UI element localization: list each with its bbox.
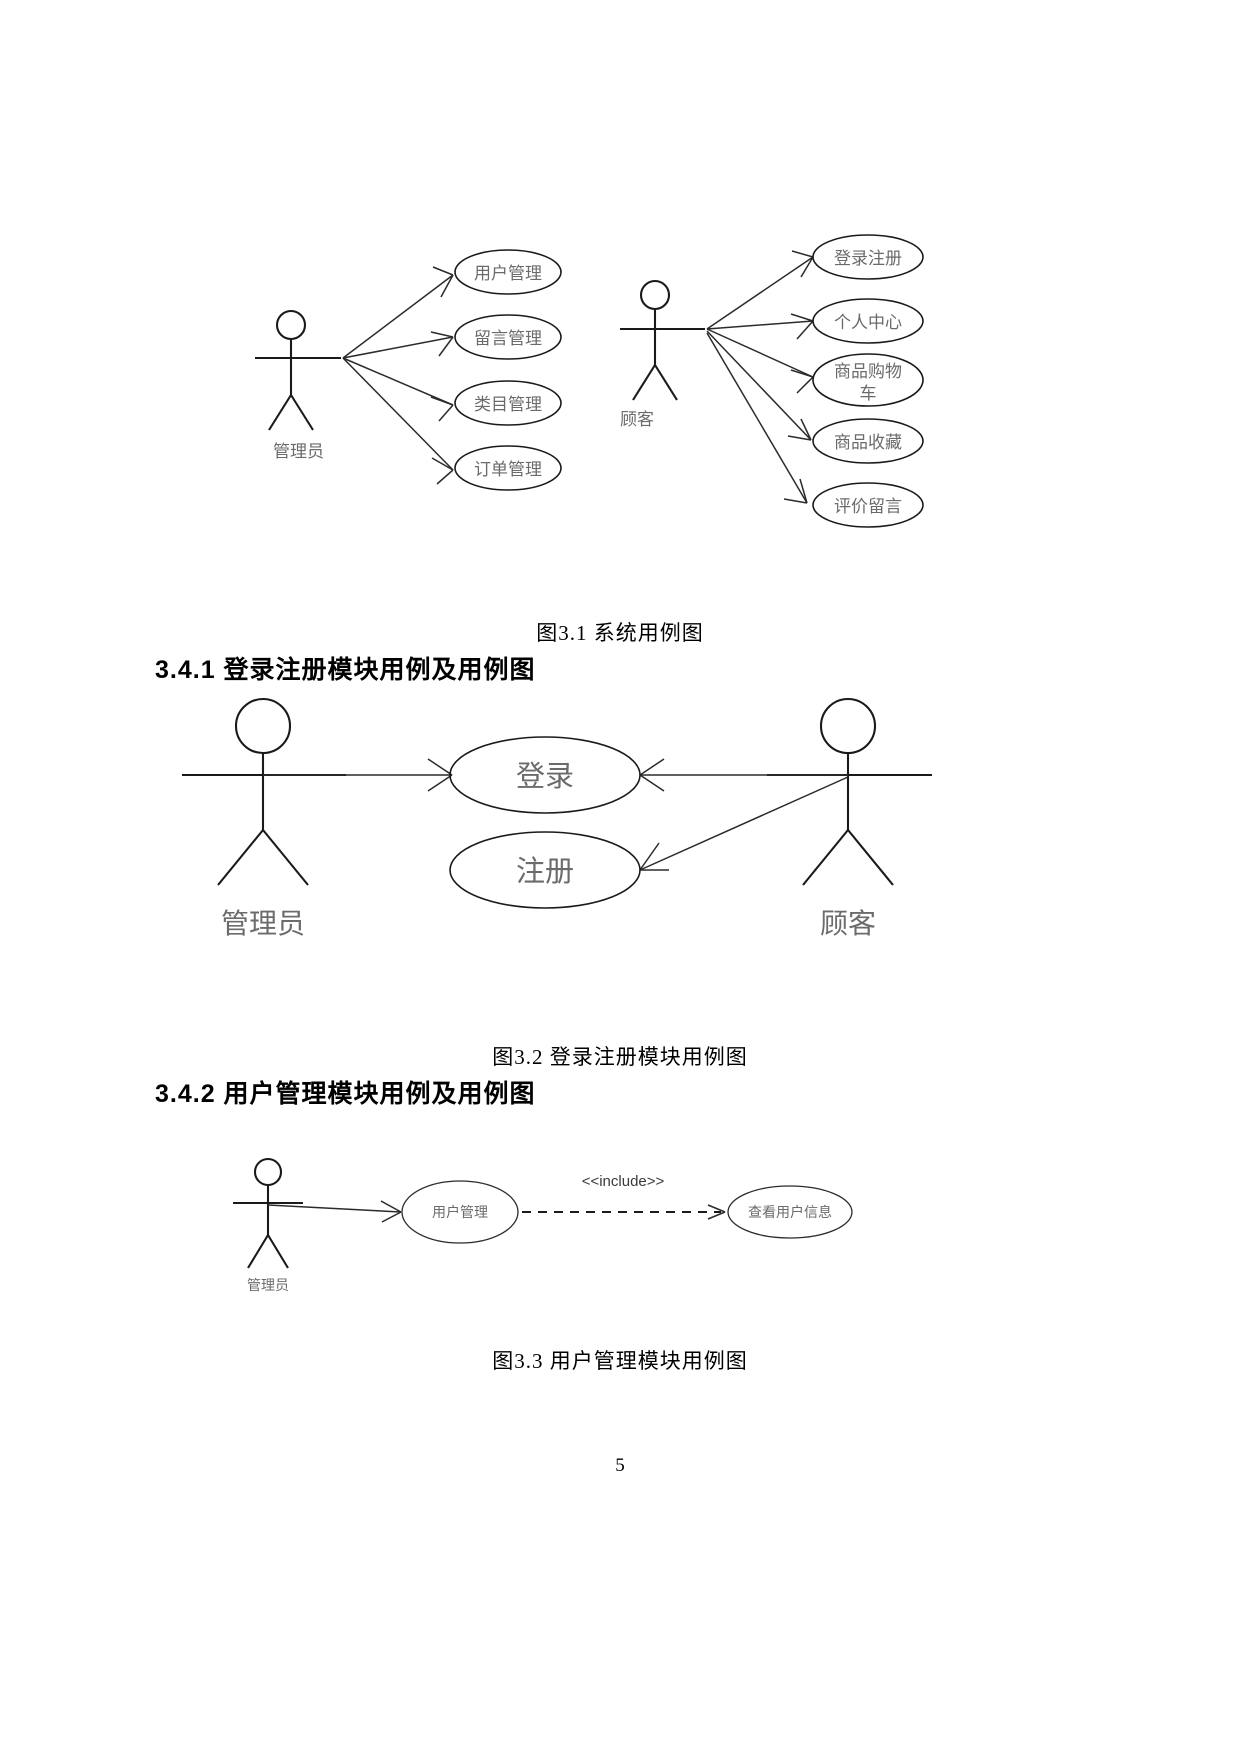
- figure-system-use-case-diagram: 管理员: [255, 225, 955, 555]
- use-case-customer-3-label-line2: 车: [860, 384, 877, 403]
- use-case-admin-2-label: 留言管理: [474, 329, 542, 348]
- use-case-login: 登录: [449, 736, 641, 814]
- actor-customer-right: [620, 279, 705, 401]
- include-relationship: [522, 1204, 726, 1220]
- admin-associations: [342, 266, 454, 485]
- actor-customer-login-label: 顾客: [820, 908, 876, 940]
- actor-admin-login: [182, 697, 346, 886]
- actor-admin-usermgmt: [233, 1157, 303, 1269]
- actor-customer-right-label: 顾客: [620, 410, 654, 429]
- use-case-customer-5-label: 评价留言: [834, 497, 902, 516]
- use-case-admin-1: 用户管理: [454, 249, 562, 295]
- use-case-customer-5: 评价留言: [812, 482, 924, 528]
- section-3-4-2-heading: 3.4.2 用户管理模块用例及用例图: [155, 1080, 536, 1108]
- figure-3-1-caption: 图3.1 系统用例图: [536, 621, 704, 645]
- use-case-admin-2: 留言管理: [454, 314, 562, 360]
- use-case-customer-1: 登录注册: [812, 234, 924, 280]
- use-case-customer-3-label-line1: 商品购物: [834, 362, 902, 381]
- use-case-view-user-info-label: 查看用户信息: [748, 1204, 832, 1221]
- use-case-customer-4: 商品收藏: [812, 418, 924, 464]
- actor-admin-login-label: 管理员: [221, 908, 305, 940]
- actor-customer-login: [767, 697, 932, 886]
- use-case-login-label: 登录: [516, 760, 574, 793]
- use-case-admin-3: 类目管理: [454, 380, 562, 426]
- use-case-customer-3: 商品购物 车: [812, 353, 924, 407]
- actor-admin-left: [255, 309, 341, 431]
- actor-admin-usermgmt-label: 管理员: [247, 1278, 289, 1294]
- use-case-user-management: 用户管理: [401, 1180, 519, 1244]
- customer-associations: [706, 250, 814, 504]
- use-case-register-label: 注册: [516, 855, 574, 888]
- association-admin-usermgmt: [267, 1200, 402, 1223]
- figure-3-3-caption: 图3.3 用户管理模块用例图: [492, 1349, 748, 1373]
- page-number: 5: [615, 1455, 625, 1476]
- use-case-admin-3-label: 类目管理: [474, 395, 542, 414]
- use-case-customer-2-label: 个人中心: [834, 313, 902, 332]
- use-case-admin-4-label: 订单管理: [474, 460, 542, 479]
- use-case-user-management-label: 用户管理: [432, 1204, 488, 1221]
- section-3-4-1-heading: 3.4.1 登录注册模块用例及用例图: [155, 656, 536, 684]
- association-customer-login: [639, 758, 848, 792]
- association-admin-login: [263, 758, 453, 792]
- figure-3-2-caption: 图3.2 登录注册模块用例图: [492, 1045, 748, 1069]
- use-case-customer-2: 个人中心: [812, 298, 924, 344]
- figure-user-management-use-case-diagram: 管理员 用户管理 <<include>> 查看用户: [225, 1150, 865, 1310]
- use-case-register: 注册: [449, 831, 641, 909]
- use-case-customer-1-label: 登录注册: [834, 249, 902, 268]
- use-case-view-user-info: 查看用户信息: [727, 1185, 853, 1239]
- association-customer-register: [639, 776, 849, 871]
- include-stereotype-label: <<include>>: [582, 1173, 665, 1190]
- use-case-admin-4: 订单管理: [454, 445, 562, 491]
- use-case-customer-4-label: 商品收藏: [834, 433, 902, 452]
- actor-admin-left-label: 管理员: [273, 442, 324, 461]
- figure-login-register-use-case-diagram: 管理员 顾客: [150, 690, 950, 940]
- use-case-admin-1-label: 用户管理: [474, 264, 542, 283]
